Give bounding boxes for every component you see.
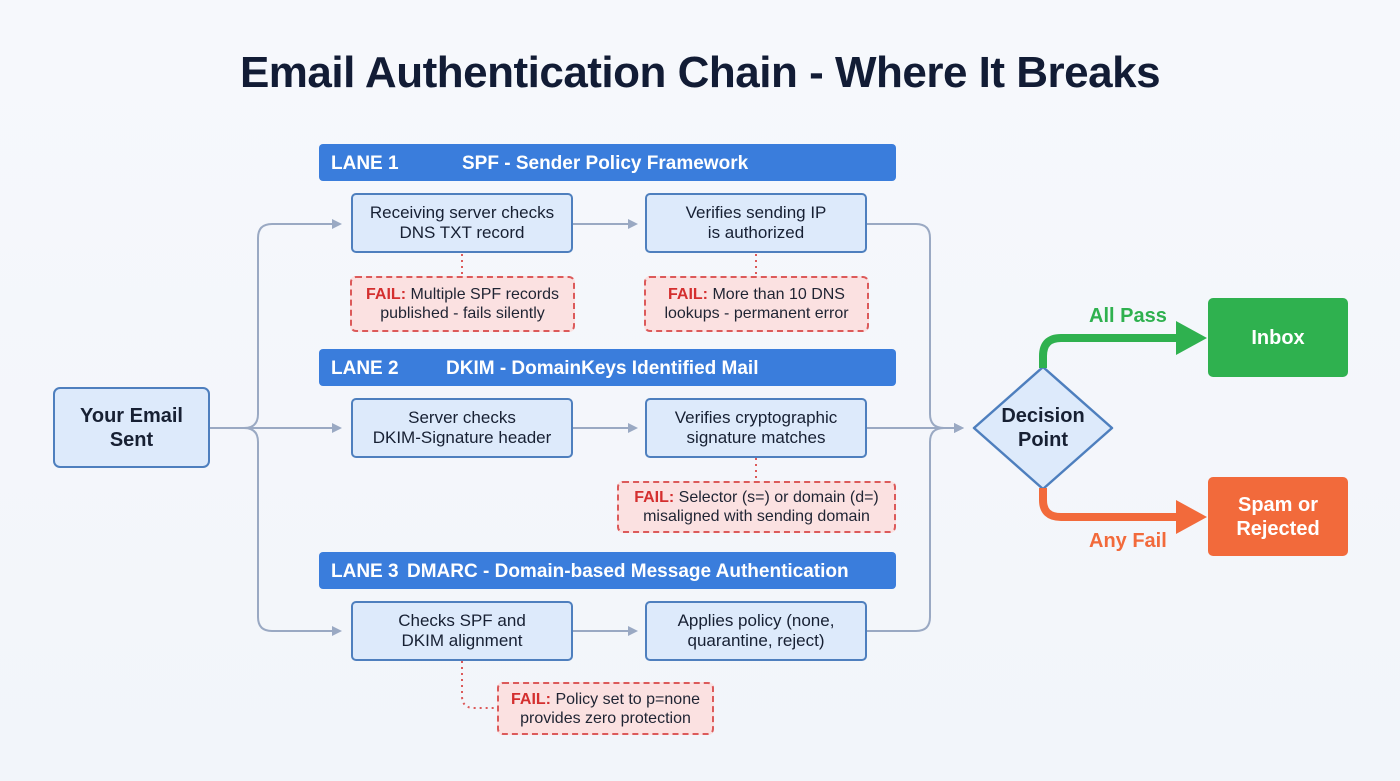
start-to-lane1-connector xyxy=(210,219,342,429)
lane2-step2-node: Verifies cryptographic signature matches xyxy=(645,398,867,458)
lane1-step1-text: Receiving server checks DNS TXT record xyxy=(369,203,555,242)
start-fan-connectors xyxy=(210,219,342,636)
lane-step-connectors xyxy=(573,219,638,636)
fail-description: Selector (s=) or domain (d=) misaligned … xyxy=(643,489,879,525)
fail-label: FAIL: xyxy=(634,489,675,506)
lane1-step1-node: Receiving server checks DNS TXT record xyxy=(351,193,573,253)
lane1-step2-fail-note: FAIL: More than 10 DNS lookups - permane… xyxy=(644,276,869,332)
fail-label: FAIL: xyxy=(668,286,709,303)
decision-point-label: Decision Point xyxy=(1001,405,1085,451)
lane2-step2-text: Verifies cryptographic signature matches xyxy=(674,408,838,447)
email-sent-node: Your Email Sent xyxy=(53,387,210,468)
failure-dotted-links xyxy=(461,254,757,709)
lane1-step2-text: Verifies sending IP is authorized xyxy=(685,203,827,242)
lane3-step1-text: Checks SPF and DKIM alignment xyxy=(398,611,526,650)
spam-outcome-label: Spam or Rejected xyxy=(1236,493,1320,540)
lane1-header: LANE 1 SPF - Sender Policy Framework xyxy=(319,144,896,181)
lane2-step1-node: Server checks DKIM-Signature header xyxy=(351,398,573,458)
fail-branch-arrow xyxy=(1039,488,1182,521)
spam-outcome-node: Spam or Rejected xyxy=(1208,477,1348,556)
lane3-to-decision-connector xyxy=(867,423,964,632)
pass-branch-arrowhead xyxy=(1176,321,1207,355)
fail-description: More than 10 DNS lookups - permanent err… xyxy=(664,286,849,322)
lane2-step2-fail-message: FAIL: Selector (s=) or domain (d=) misal… xyxy=(627,488,886,526)
lane2-header: LANE 2 DKIM - DomainKeys Identified Mail xyxy=(319,349,896,386)
email-sent-label: Your Email Sent xyxy=(80,404,183,451)
lane2-step1-text: Server checks DKIM-Signature header xyxy=(372,408,552,447)
decision-merge-connectors xyxy=(867,223,964,632)
lane2-name: DKIM - DomainKeys Identified Mail xyxy=(446,358,759,379)
lane1-to-decision-connector xyxy=(867,223,964,433)
inbox-outcome-node: Inbox xyxy=(1208,298,1348,377)
diagram-title: Email Authentication Chain - Where It Br… xyxy=(239,48,1161,97)
fail-description: Policy set to p=none provides zero prote… xyxy=(520,690,700,727)
lane3-step2-text: Applies policy (none, quarantine, reject… xyxy=(677,611,835,650)
lane1-step2-fail-message: FAIL: More than 10 DNS lookups - permane… xyxy=(654,285,859,323)
fail-branch-arrowhead xyxy=(1176,500,1207,534)
lane3-step1-fail-link xyxy=(461,661,497,709)
lane3-step1-fail-note: FAIL: Policy set to p=none provides zero… xyxy=(497,682,714,735)
lane3-number: LANE 3 xyxy=(331,561,399,582)
inbox-outcome-label: Inbox xyxy=(1251,326,1305,349)
fail-branch-label: Any Fail xyxy=(1089,530,1167,552)
lane3-step2-node: Applies policy (none, quarantine, reject… xyxy=(645,601,867,661)
lane1-step1-fail-note: FAIL: Multiple SPF records published - f… xyxy=(350,276,575,332)
lane2-number: LANE 2 xyxy=(331,358,399,379)
pass-branch-arrow xyxy=(1039,334,1182,368)
start-to-lane3-connector xyxy=(210,427,342,636)
fail-label: FAIL: xyxy=(511,690,551,708)
fail-description: Multiple SPF records published - fails s… xyxy=(380,286,559,322)
lane3-header: LANE 3 DMARC - Domain-based Message Auth… xyxy=(319,552,896,589)
lane1-step2-node: Verifies sending IP is authorized xyxy=(645,193,867,253)
lane1-name: SPF - Sender Policy Framework xyxy=(462,153,749,174)
lane3-step1-node: Checks SPF and DKIM alignment xyxy=(351,601,573,661)
lane1-step1-fail-message: FAIL: Multiple SPF records published - f… xyxy=(360,285,565,323)
lane3-step1-fail-message: FAIL: Policy set to p=none provides zero… xyxy=(507,690,704,728)
fail-label: FAIL: xyxy=(366,286,407,303)
pass-branch-label: All Pass xyxy=(1089,305,1167,327)
lane2-step2-fail-note: FAIL: Selector (s=) or domain (d=) misal… xyxy=(617,481,896,533)
lane3-name: DMARC - Domain-based Message Authenticat… xyxy=(407,561,849,582)
lane1-number: LANE 1 xyxy=(331,153,399,174)
